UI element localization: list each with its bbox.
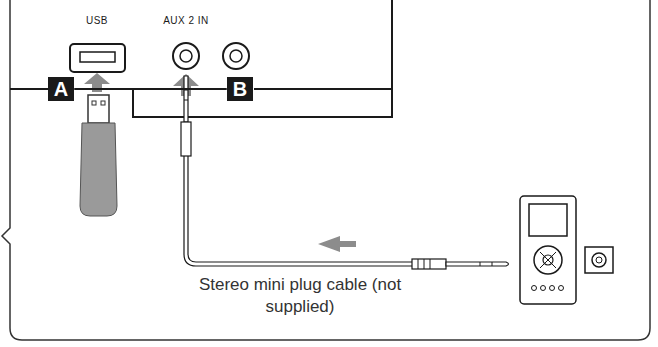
player-button: [532, 286, 537, 291]
mini-plug-tip: [446, 262, 509, 266]
usb-port-slot: [80, 52, 115, 62]
jack-hole: [230, 50, 242, 62]
callout-letter-box: B: [227, 77, 253, 101]
device-panel: [133, 0, 392, 117]
player-dial-marks: [540, 252, 556, 268]
panel-edge-connector: [74, 88, 227, 90]
player-jack-hole: [596, 257, 602, 263]
portable-player: [520, 196, 576, 304]
cable: [188, 156, 412, 262]
usb-stick-contact: [101, 101, 105, 105]
callout-letter: B: [233, 78, 247, 100]
player-screen: [529, 204, 567, 236]
aux-jack: [173, 43, 199, 69]
outer-frame: [2, 0, 650, 340]
plug-ring: [492, 262, 493, 266]
player-dial: [534, 246, 562, 274]
panel-edge: [10, 88, 48, 90]
plug-grip: [430, 259, 431, 269]
plug-grip: [424, 259, 425, 269]
mini-plug-tip: [184, 76, 188, 122]
mini-plug-body: [412, 259, 446, 269]
aux-jack-hole: [180, 50, 192, 62]
callout-letter-box: A: [48, 77, 74, 101]
panel-edge: [254, 88, 392, 90]
plug-grip: [418, 259, 419, 269]
port-label: AUX 2 IN: [163, 15, 209, 26]
plug-ring: [480, 262, 481, 266]
port-label: USB: [86, 15, 108, 26]
mini-plug-body: [181, 122, 191, 156]
player-jack-panel: [585, 247, 613, 273]
cable-label: Stereo mini plug cable (not supplied): [180, 274, 420, 318]
usb-stick-contact: [92, 101, 96, 105]
callout-letter: A: [54, 78, 68, 100]
cable: [184, 156, 412, 266]
usb-stick-plug: [88, 95, 109, 123]
usb-stick-body: [80, 123, 117, 216]
direction-arrow: [318, 236, 356, 252]
player-button: [550, 286, 555, 291]
usb-port: [70, 44, 125, 72]
player-jack: [592, 253, 606, 267]
player-button: [559, 286, 564, 291]
player-button: [541, 286, 546, 291]
plug-ring: [184, 100, 188, 101]
jack: [223, 43, 249, 69]
